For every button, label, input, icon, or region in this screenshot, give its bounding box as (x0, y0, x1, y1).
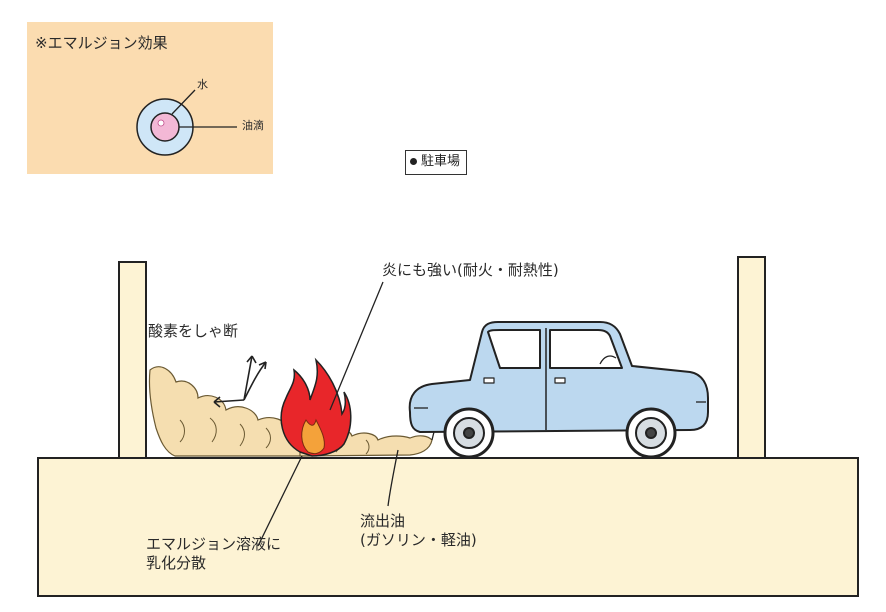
oil-droplet-label: 油滴 (242, 119, 264, 132)
bullet-icon (410, 158, 417, 165)
car-icon (408, 321, 709, 459)
emulsion-droplet-icon (136, 89, 237, 156)
left-pillar (118, 261, 147, 459)
emulsion-effect-inset: ※エマルジョン効果 水 油滴 (27, 22, 273, 174)
parking-sign-text: 駐車場 (421, 154, 461, 169)
parking-sign: 駐車場 (405, 150, 468, 175)
oxygen-block-label: 酸素をしゃ断 (148, 322, 239, 340)
fire-resistant-label: 炎にも強い(耐火・耐熱性) (382, 261, 559, 279)
emulsion-dispersion-label: エマルジョン溶液に 乳化分散 (146, 535, 282, 572)
fire-icon (280, 357, 352, 457)
right-pillar (737, 256, 766, 459)
inset-title: ※エマルジョン効果 (35, 34, 168, 52)
spilled-oil-label: 流出油 (ガソリン・軽油) (360, 512, 477, 549)
water-label: 水 (197, 78, 208, 91)
oxygen-arrows (213, 355, 267, 408)
parking-floor (37, 457, 859, 597)
